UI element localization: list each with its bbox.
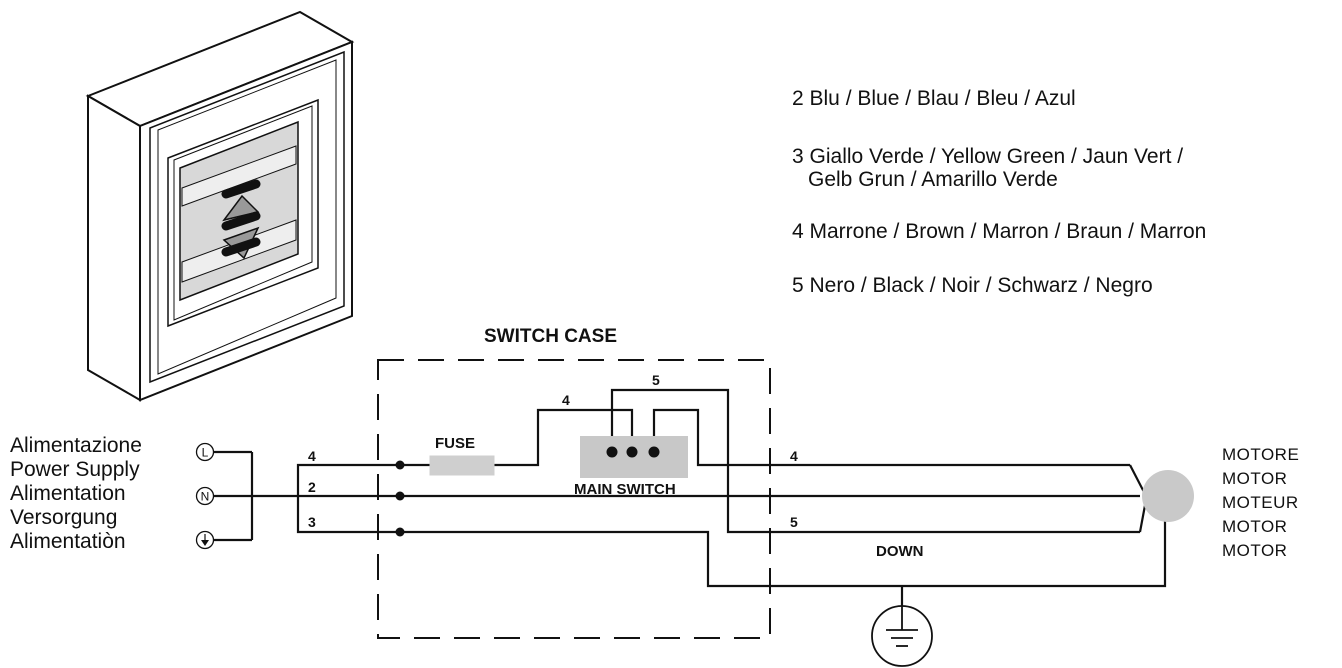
power-supply-label-es: Alimentatiòn <box>10 530 126 553</box>
fuse-label: FUSE <box>435 435 475 452</box>
wire-number-in-mid: 2 <box>308 479 316 495</box>
motor-icon <box>1142 470 1194 522</box>
supply-terminals: L N <box>195 442 254 550</box>
legend-item-3: 3 Giallo Verde / Yellow Green / Jaun Ver… <box>792 145 1183 168</box>
main-switch: MAIN SWITCH <box>574 436 688 498</box>
power-supply-label-en: Power Supply <box>10 458 140 481</box>
wires <box>214 388 1167 620</box>
wire-4-input <box>296 463 430 496</box>
wire-4-up <box>652 408 1130 467</box>
junction-dots <box>395 460 405 537</box>
motor: MOTORE MOTOR MOTEUR MOTOR MOTOR <box>1142 445 1299 560</box>
down-label: DOWN <box>876 543 924 560</box>
legend-item-2: 2 Blu / Blue / Blau / Bleu / Azul <box>792 87 1076 110</box>
fuse: FUSE <box>429 435 495 476</box>
main-switch-label: MAIN SWITCH <box>574 481 676 498</box>
wire-3-earth <box>296 496 1167 588</box>
wall-switch-illustration <box>85 10 355 402</box>
legend-item-4: 4 Marrone / Brown / Marron / Braun / Mar… <box>792 220 1206 243</box>
power-supply-label-it: Alimentazione <box>10 434 142 457</box>
switch-case: SWITCH CASE <box>377 326 771 639</box>
wire-number-sw-left: 4 <box>562 392 570 408</box>
wire-4-to-switch <box>494 408 634 467</box>
wire-number-in-top: 4 <box>308 448 316 464</box>
motor-label-es: MOTOR <box>1222 541 1287 560</box>
power-supply-label-fr: Alimentation <box>10 482 126 505</box>
motor-label-fr: MOTEUR <box>1222 493 1299 512</box>
switch-case-title: SWITCH CASE <box>484 326 617 347</box>
wire-number-out-bot: 5 <box>790 514 798 530</box>
motor-label-it: MOTORE <box>1222 445 1299 464</box>
live-terminal-symbol: L <box>202 446 209 460</box>
legend-item-3-continued: Gelb Grun / Amarillo Verde <box>808 168 1058 191</box>
motor-label-en: MOTOR <box>1222 469 1287 488</box>
legend-item-5: 5 Nero / Black / Noir / Schwarz / Negro <box>792 274 1153 297</box>
wire-5-down <box>610 388 1140 534</box>
power-supply-label-de: Versorgung <box>10 506 117 529</box>
motor-label-de: MOTOR <box>1222 517 1287 536</box>
wire-color-legend: 2 Blu / Blue / Blau / Bleu / Azul 3 Gial… <box>792 87 1206 297</box>
wire-number-sw-top: 5 <box>652 372 660 388</box>
neutral-terminal-symbol: N <box>201 490 210 504</box>
switch-case-boundary <box>377 359 771 639</box>
wire-number-in-bot: 3 <box>308 514 316 530</box>
power-supply-labels: Alimentazione Power Supply Alimentation … <box>10 434 142 553</box>
wire-number-out-top: 4 <box>790 448 798 464</box>
ground-icon <box>871 605 933 667</box>
wire-numbers: 4 2 3 5 4 4 5 <box>308 372 798 530</box>
